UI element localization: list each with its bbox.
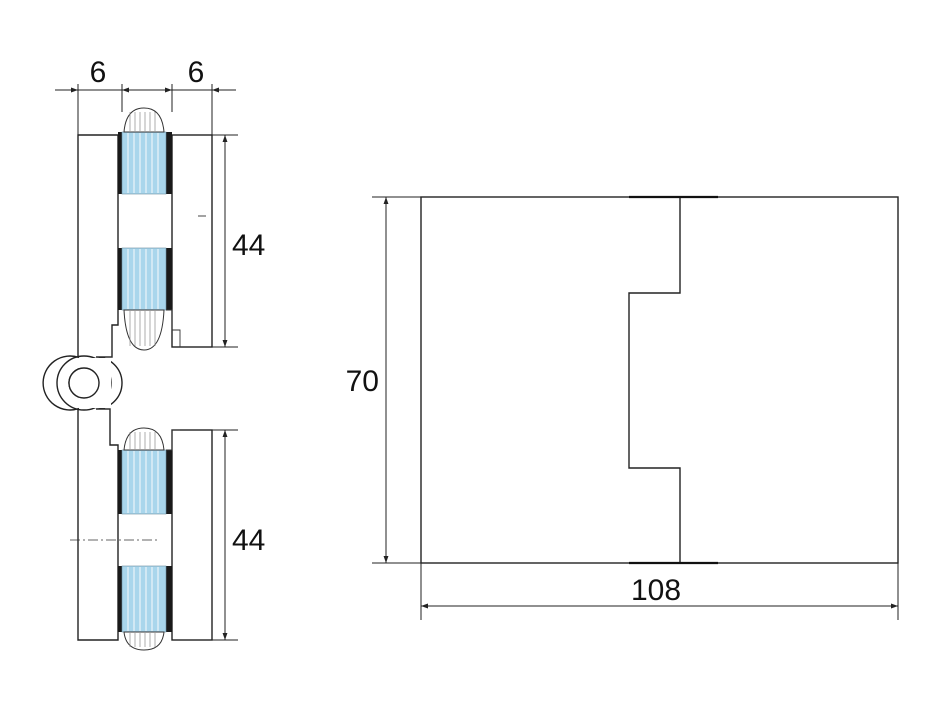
glass-pane-upper	[121, 131, 167, 311]
lower-glass-bottom-cap	[123, 631, 165, 651]
glass-pane-lower	[121, 449, 167, 633]
lower-gasket-left-1	[118, 450, 122, 514]
lower-gasket-left-2	[118, 566, 122, 632]
cap-hatching	[129, 112, 156, 647]
leaf-joint-line	[628, 197, 681, 563]
hinge-pin-hole-front	[68, 367, 100, 399]
upper-gasket-right-1	[166, 132, 172, 194]
dim-label-lower-44: 44	[232, 524, 265, 557]
dim-label-height-70: 70	[346, 365, 379, 398]
upper-gasket-right-2	[166, 248, 172, 310]
front-outline	[420, 196, 899, 564]
lower-outer-plate	[171, 429, 213, 641]
dim-label-left-6: 6	[90, 56, 107, 89]
upper-neck-step	[166, 309, 181, 347]
upper-gasket-left-1	[118, 132, 122, 194]
dim-label-width-108: 108	[631, 574, 681, 607]
lower-gasket-right-2	[166, 566, 172, 632]
dim-label-upper-44: 44	[232, 229, 265, 262]
upper-glass-bottom-cap	[123, 309, 165, 351]
upper-gasket-left-2	[118, 248, 122, 310]
lower-neck-step	[166, 429, 180, 451]
upper-glass-top-cap	[123, 107, 165, 133]
upper-outer-plate	[171, 134, 213, 348]
lower-glass-top-cap	[123, 427, 165, 451]
dim-label-right-6: 6	[188, 56, 205, 89]
front-view: 70 108	[346, 195, 899, 620]
glass-stripes	[127, 133, 159, 631]
side-view: 6 6	[42, 56, 265, 651]
knuckle-joint-lines	[96, 356, 112, 410]
lower-gasket-right-1	[166, 450, 172, 514]
knuckle-outer-arc	[42, 355, 80, 411]
